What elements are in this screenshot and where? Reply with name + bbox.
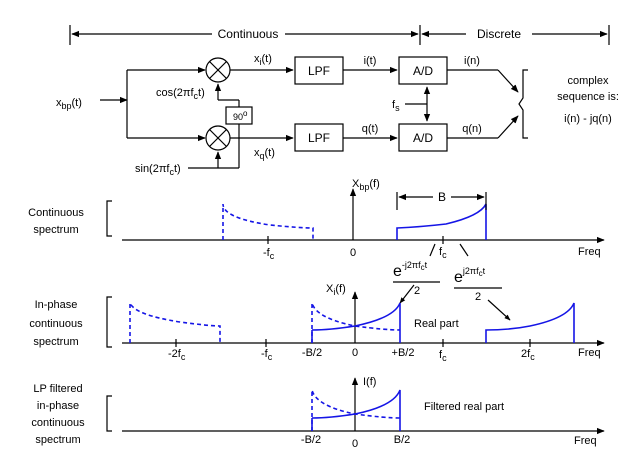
inphase-label-2: continuous [29,318,83,330]
input-signal-label: xbp(t) [56,97,82,111]
it-label: i(t) [364,55,377,67]
inphase-band-baseband-solid [311,302,401,343]
qt-label: q(t) [362,123,379,135]
in-label: i(n) [464,55,480,67]
filtered-zero-label: 0 [352,438,358,450]
inphase-bracket [106,296,112,348]
filtered-band-solid [311,389,401,431]
block-diagram: xbp(t) cos(2πfct) 90o sin(2πfct) [56,53,619,177]
output-brace [518,69,528,139]
continuous-freq-label: Freq [578,246,601,258]
continuous-spectrum-bracket [106,200,112,237]
lpf-upper-label: LPF [308,64,330,78]
real-part-label: Real part [414,318,459,330]
fc-label: fc [439,246,447,260]
filtered-label-1: LP filtered [33,383,82,395]
continuous-pos-band [396,203,487,240]
inphase-y-label: Xi(f) [326,283,346,297]
fs-label: fs [392,99,400,113]
inphase-spectrum-panel: In-phase continuous spectrum Xi(f) Real … [29,283,605,363]
filtered-y-label: I(f) [363,376,376,388]
neg-shift-arrow [399,284,415,304]
pos-shift-expression: ej2πfct [454,266,486,286]
inphase-band-neg2fc [129,302,221,343]
inphase-label-3: spectrum [33,336,78,348]
continuous-spectrum-panel: Continuous spectrum Xbp(f) B -fc 0 fc Fr… [28,178,605,261]
qn-arrow [497,115,519,139]
neg-shift-leader [429,243,436,257]
continuous-zero-label: 0 [350,247,356,259]
lpf-lower-label: LPF [308,131,330,145]
lower-oscillator-label: sin(2πfct) [135,163,181,177]
continuous-y-label: Xbp(f) [352,178,380,192]
upper-mixer [205,57,231,83]
adc-upper-label: A/D [413,64,433,78]
inphase-neg-b2-label: -B/2 [302,347,322,359]
inphase-freq-label: Freq [578,347,601,359]
filtered-label-3: continuous [31,417,85,429]
continuous-spectrum-label-1: Continuous [28,207,84,219]
pos-shift-leader [459,243,469,257]
filtered-real-part-label: Filtered real part [424,401,504,413]
filtered-bracket [106,395,112,432]
filtered-label-2: in-phase [37,400,79,412]
filtered-freq-label: Freq [574,435,597,447]
header: Continuous Discrete [69,25,610,45]
adc-upper-box [398,56,448,85]
pos-shift-denominator: 2 [475,291,481,303]
lpf-upper-box [294,56,344,85]
filtered-b2-label: B/2 [394,434,411,446]
xi-label: xi(t) [254,53,272,67]
pos-shift-arrow [487,299,511,321]
filtered-label-4: spectrum [35,434,80,446]
neg-fc-label: -fc [263,247,275,261]
qn-label: q(n) [462,123,482,135]
inphase-pos-b2-label: +B/2 [392,347,415,359]
neg-shift-expression: e-j2πfct [393,260,428,280]
mixing-annotations: e-j2πfct 2 ej2πfct 2 [393,243,511,321]
in-arrow [497,69,519,93]
complex-line-3: i(n) - jq(n) [564,113,612,125]
complex-line-1: complex [568,75,609,87]
filtered-spectrum-panel: LP filtered in-phase continuous spectrum… [31,376,605,450]
inphase-band-baseband-dashed [311,302,401,343]
discrete-label: Discrete [477,27,521,41]
adc-lower-label: A/D [413,131,433,145]
inphase-band-pos2fc [485,302,575,343]
upper-oscillator-label: cos(2πfct) [156,87,205,101]
phase-shift-label: 90o [233,109,248,122]
inphase-fc-label: fc [439,349,447,363]
continuous-neg-band [222,203,314,240]
neg-2fc-label: -2fc [168,348,186,362]
bandwidth-label: B [438,190,446,204]
lpf-lower-box [294,123,344,152]
lower-mixer [205,125,231,151]
inphase-neg-fc-label: -fc [261,348,273,362]
filtered-neg-b2-label: -B/2 [301,434,321,446]
complex-line-2: sequence is: [557,91,619,103]
two-fc-label: 2fc [521,348,535,362]
continuous-label: Continuous [218,27,279,41]
neg-shift-denominator: 2 [414,285,420,297]
inphase-label-1: In-phase [35,299,78,311]
inphase-zero-label: 0 [352,347,358,359]
continuous-spectrum-label-2: spectrum [33,224,78,236]
filtered-band-dashed [311,389,401,431]
xq-label: xq(t) [254,147,275,161]
